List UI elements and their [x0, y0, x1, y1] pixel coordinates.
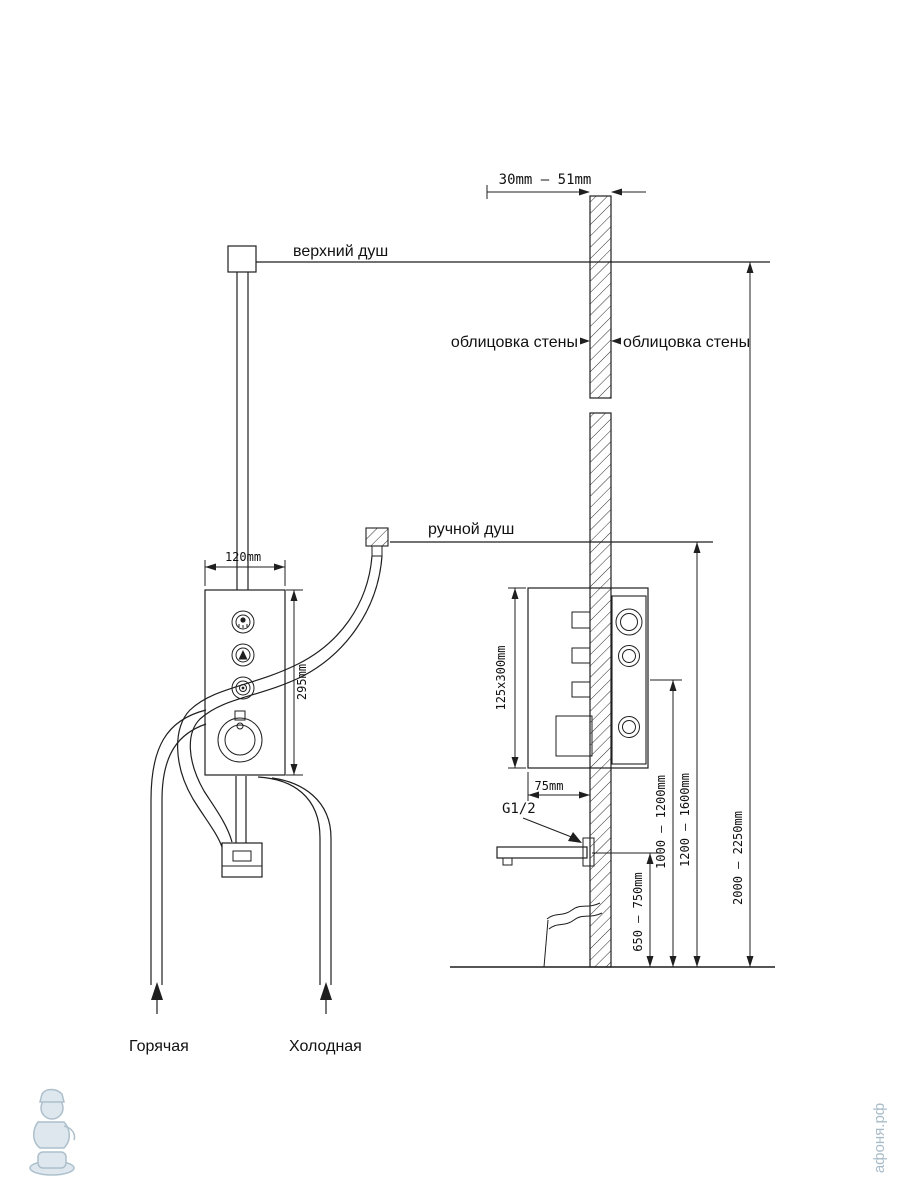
control-panel-body	[204, 589, 286, 776]
panel-button-bottom	[231, 676, 255, 700]
supply-cold: Холодная	[289, 982, 362, 1055]
overhead-shower: верхний душ	[227, 243, 770, 590]
cold-arrow-icon	[320, 982, 332, 1000]
box-size-label: 125x300mm	[494, 645, 508, 710]
dimension-panel-width: 120mm	[204, 550, 286, 586]
hot-label: Горячая	[129, 1038, 189, 1055]
wall-thickness-label: 30mm – 51mm	[499, 172, 592, 188]
supply-hot: Горячая	[129, 982, 189, 1055]
mixer-faceplate	[611, 595, 647, 765]
spout-height-label: 650 – 750mm	[631, 872, 645, 951]
wall-cladding-labels: облицовка стены облицовка стены	[451, 334, 750, 351]
mixer-box-outline	[527, 587, 649, 769]
hand-shower: ручной душ	[365, 521, 713, 557]
panel-width-label: 120mm	[225, 550, 261, 564]
cold-label: Холодная	[289, 1038, 362, 1055]
dimension-hand-shower-height: 1200 – 1600mm	[678, 542, 701, 967]
mixer-box	[527, 587, 649, 769]
panel-height-label: 295mm	[295, 664, 309, 700]
overhead-height-label: 2000 – 2250mm	[731, 811, 745, 905]
hot-arrow-icon	[151, 982, 163, 1000]
wall-hatch-upper	[589, 195, 612, 399]
thread-arrow-icon	[568, 832, 582, 843]
hand-shower-fitting	[365, 527, 389, 547]
dimension-overhead-height: 2000 – 2250mm	[731, 262, 754, 967]
thermostat-knob	[217, 710, 263, 763]
mixer-height-label: 1000 – 1200mm	[654, 775, 668, 869]
watermark-text: афоня.рф	[871, 1103, 888, 1173]
spout-box-front	[221, 842, 263, 878]
hand-shower-label: ручной душ	[428, 521, 514, 538]
dimension-box-depth: 75mm	[527, 772, 590, 801]
control-panel	[204, 589, 286, 776]
panel-button-middle	[231, 643, 255, 667]
overhead-shower-label: верхний душ	[293, 243, 388, 260]
wall-section	[589, 195, 612, 968]
hand-shower-height-label: 1200 – 1600mm	[678, 773, 692, 867]
thread-label: G1/2	[502, 801, 536, 817]
dimension-box-size: 125x300mm	[494, 587, 526, 769]
thread-callout: G1/2	[502, 801, 582, 843]
dimension-spout-height: 650 – 750mm	[592, 852, 659, 967]
dimension-panel-height: 295mm	[286, 589, 309, 776]
dimension-mixer-height: 1000 – 1200mm	[650, 679, 682, 967]
dimension-wall-thickness: 30mm – 51mm	[486, 172, 646, 199]
wall-hatch-lower	[589, 412, 612, 968]
supply-pipes	[150, 709, 332, 985]
hand-shower-hose	[177, 555, 383, 848]
wall-base-break	[543, 902, 603, 968]
overhead-shower-head	[227, 245, 257, 273]
panel-button-top	[231, 610, 255, 634]
box-depth-label: 75mm	[535, 779, 564, 793]
cladding-right-label: облицовка стены	[623, 334, 750, 351]
spout-side	[496, 837, 595, 867]
cladding-left-label: облицовка стены	[451, 334, 578, 351]
watermark-mascot-icon	[29, 1088, 76, 1176]
